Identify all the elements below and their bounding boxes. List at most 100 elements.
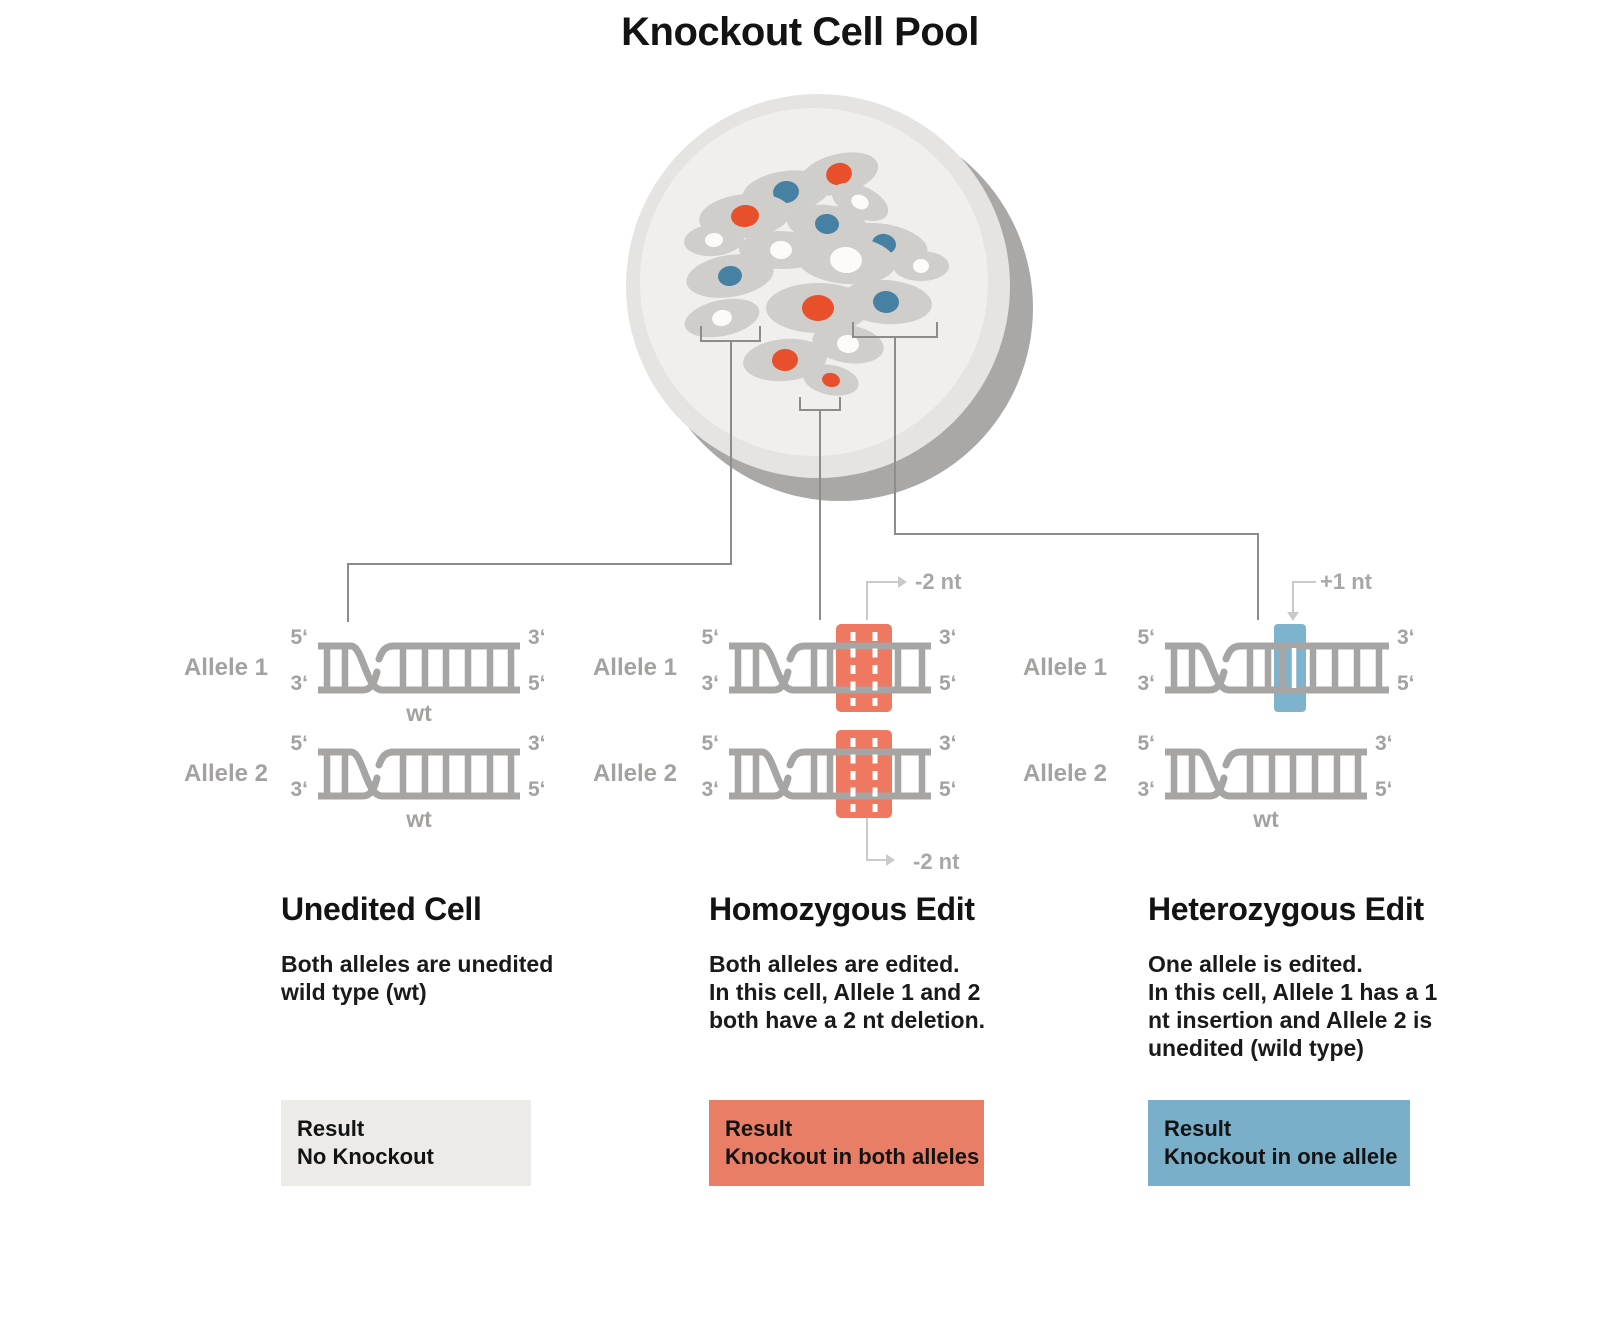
strand-bottom-left — [1165, 774, 1228, 800]
strand-top-right — [375, 642, 520, 663]
helix-unedited-allele-1 — [318, 614, 520, 726]
strand-crossover — [318, 642, 520, 694]
result-box-unedited: Result No Knockout — [281, 1100, 531, 1186]
strand-top-right — [1222, 748, 1367, 769]
strand-bottom-left — [729, 668, 792, 694]
strand-bottom-left — [318, 668, 381, 694]
strand-end-label-top_right: 3‘ — [1397, 626, 1415, 649]
strand-top-right — [786, 748, 931, 769]
page-title: Knockout Cell Pool — [621, 10, 979, 54]
strand-bottom-left — [318, 774, 381, 800]
result-value: No Knockout — [297, 1144, 434, 1169]
strand-end-label-bottom_right: 5‘ — [528, 672, 546, 695]
result-value: Knockout in one allele — [1164, 1144, 1398, 1169]
strand-crossover — [1165, 642, 1389, 694]
cell-nucleus — [873, 290, 899, 314]
strand-crossover — [729, 748, 931, 800]
cell-nucleus — [770, 240, 792, 260]
strand-top-right — [1222, 642, 1389, 663]
allele-label: Allele 1 — [1022, 654, 1107, 681]
column-heading: Homozygous Edit — [709, 891, 975, 927]
arrowhead-right-icon — [898, 576, 907, 588]
helix-heterozygous-allele-1 — [1165, 614, 1389, 726]
column-description-line: nt insertion and Allele 2 is — [1148, 1007, 1433, 1033]
cell — [803, 364, 859, 396]
result-label: Result — [1164, 1116, 1232, 1141]
strand-end-label-top_right: 3‘ — [939, 732, 957, 755]
allele-label: Allele 2 — [592, 760, 677, 787]
result-label: Result — [725, 1116, 793, 1141]
allele-label: Allele 2 — [1022, 760, 1107, 787]
cell — [684, 223, 744, 257]
cell-nucleus — [705, 232, 723, 248]
strand-end-label-bottom_left: 3‘ — [701, 672, 719, 695]
strand-end-label-top_left: 5‘ — [290, 626, 308, 649]
strand-top-right — [786, 642, 931, 663]
wt-caption: wt — [406, 806, 432, 832]
wt-caption: wt — [406, 700, 432, 726]
cell-nucleus — [826, 162, 852, 186]
strand-end-label-top_right: 3‘ — [939, 626, 957, 649]
cell-nucleus — [712, 309, 732, 327]
allele-label: Allele 1 — [592, 654, 677, 681]
strand-end-label-bottom_left: 3‘ — [290, 672, 308, 695]
strand-end-label-top_right: 3‘ — [1375, 732, 1393, 755]
strand-end-label-bottom_left: 3‘ — [1137, 672, 1155, 695]
cell — [686, 254, 774, 298]
strand-end-label-bottom_right: 5‘ — [528, 778, 546, 801]
cell-nucleus — [772, 348, 798, 372]
strand-end-label-top_right: 3‘ — [528, 732, 546, 755]
cell — [840, 279, 932, 325]
strand-end-label-top_left: 5‘ — [701, 626, 719, 649]
result-value: Knockout in both alleles — [725, 1144, 980, 1169]
strand-crossover — [729, 642, 931, 694]
allele-label: Allele 1 — [183, 654, 268, 681]
strand-end-label-bottom_right: 5‘ — [1375, 778, 1393, 801]
strand-end-label-bottom_left: 3‘ — [701, 778, 719, 801]
strand-end-label-bottom_right: 5‘ — [939, 778, 957, 801]
edit-size-label: +1 nt — [1320, 569, 1372, 594]
arrowhead-right-icon — [886, 854, 895, 866]
cell-nucleus — [822, 372, 840, 388]
cell-nucleus — [802, 295, 834, 321]
column-description-line: In this cell, Allele 1 and 2 — [709, 979, 981, 1005]
strand-end-label-bottom_left: 3‘ — [290, 778, 308, 801]
cell-nucleus — [773, 180, 799, 204]
wt-caption: wt — [1253, 806, 1279, 832]
petri-dish-illustration — [600, 70, 1070, 540]
column-description-line: unedited (wild type) — [1148, 1035, 1364, 1061]
cell-nucleus — [837, 334, 859, 354]
edit-size-label: -2 nt — [913, 849, 960, 874]
strand-end-label-bottom_right: 5‘ — [1397, 672, 1415, 695]
strand-end-label-top_left: 5‘ — [1137, 626, 1155, 649]
column-description-line: Both alleles are unedited — [281, 951, 554, 977]
allele-label: Allele 2 — [183, 760, 268, 787]
helix-homozygous-allele-2 — [729, 720, 931, 832]
cell-nucleus — [731, 204, 759, 228]
column-description-line: In this cell, Allele 1 has a 1 — [1148, 979, 1438, 1005]
column-description-line: Both alleles are edited. — [709, 951, 960, 977]
column-heading: Unedited Cell — [281, 891, 482, 927]
column-description-line: One allele is edited. — [1148, 951, 1363, 977]
cell — [893, 251, 949, 281]
petri-dish — [626, 94, 1033, 501]
edit-size-label: -2 nt — [915, 569, 962, 594]
cell-nucleus — [830, 246, 862, 274]
helix-homozygous-allele-1 — [729, 614, 931, 726]
cell-nucleus — [913, 259, 929, 273]
column-description-line: wild type (wt) — [281, 979, 427, 1005]
deletion-highlight — [836, 730, 892, 818]
result-label: Result — [297, 1116, 365, 1141]
insertion-arrow — [1292, 581, 1316, 612]
cell-nucleus — [851, 194, 869, 210]
strand-end-label-top_right: 3‘ — [528, 626, 546, 649]
strand-bottom-left — [1165, 668, 1228, 694]
cell-nucleus — [815, 213, 839, 235]
column-description-line: both have a 2 nt deletion. — [709, 1007, 986, 1033]
helix-heterozygous-allele-2 — [1165, 720, 1367, 832]
strand-end-label-top_left: 5‘ — [290, 732, 308, 755]
strand-end-label-bottom_right: 5‘ — [939, 672, 957, 695]
